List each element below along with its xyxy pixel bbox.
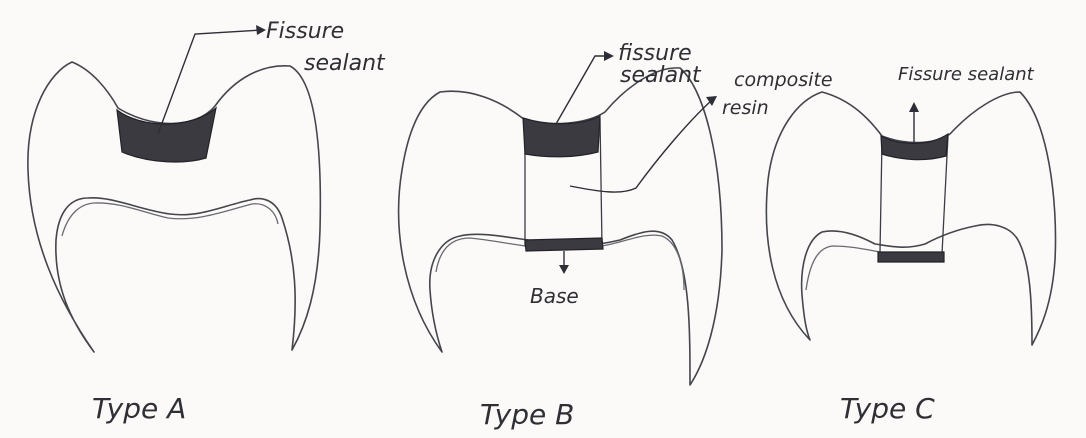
label-b-base: Base	[530, 284, 579, 308]
caption-type-a: Type A	[92, 392, 186, 425]
caption-type-b: Type B	[480, 398, 574, 431]
tooth-a-pulp-outline	[62, 203, 278, 236]
label-a-sealant-line2: sealant	[304, 51, 386, 76]
tooth-c-pulp-outline	[806, 246, 880, 290]
tooth-c-crown-outline	[766, 92, 1055, 345]
label-c-sealant: Fissure sealant	[898, 64, 1035, 85]
arrowhead-b-base	[559, 265, 569, 274]
arrowhead-b-sealant	[604, 51, 614, 61]
tooth-a-crown-outline	[28, 62, 320, 352]
base-layer-b	[525, 238, 603, 251]
label-b-resin-line1: composite	[734, 69, 833, 91]
base-layer-c	[878, 252, 944, 262]
arrowhead-a	[256, 25, 266, 35]
tooth-type-a: Fissure sealant Type A	[28, 19, 386, 425]
label-b-resin-line2: resin	[722, 97, 769, 119]
arrowhead-c	[909, 102, 919, 112]
tooth-type-c: Fissure sealant Type C	[766, 64, 1055, 425]
fissure-sealant-b	[523, 116, 600, 157]
caption-type-c: Type C	[840, 392, 935, 425]
label-b-sealant-line2: sealant	[620, 63, 702, 88]
leader-line-b-sealant	[556, 56, 608, 124]
label-a-sealant-line1: Fissure	[266, 19, 344, 44]
